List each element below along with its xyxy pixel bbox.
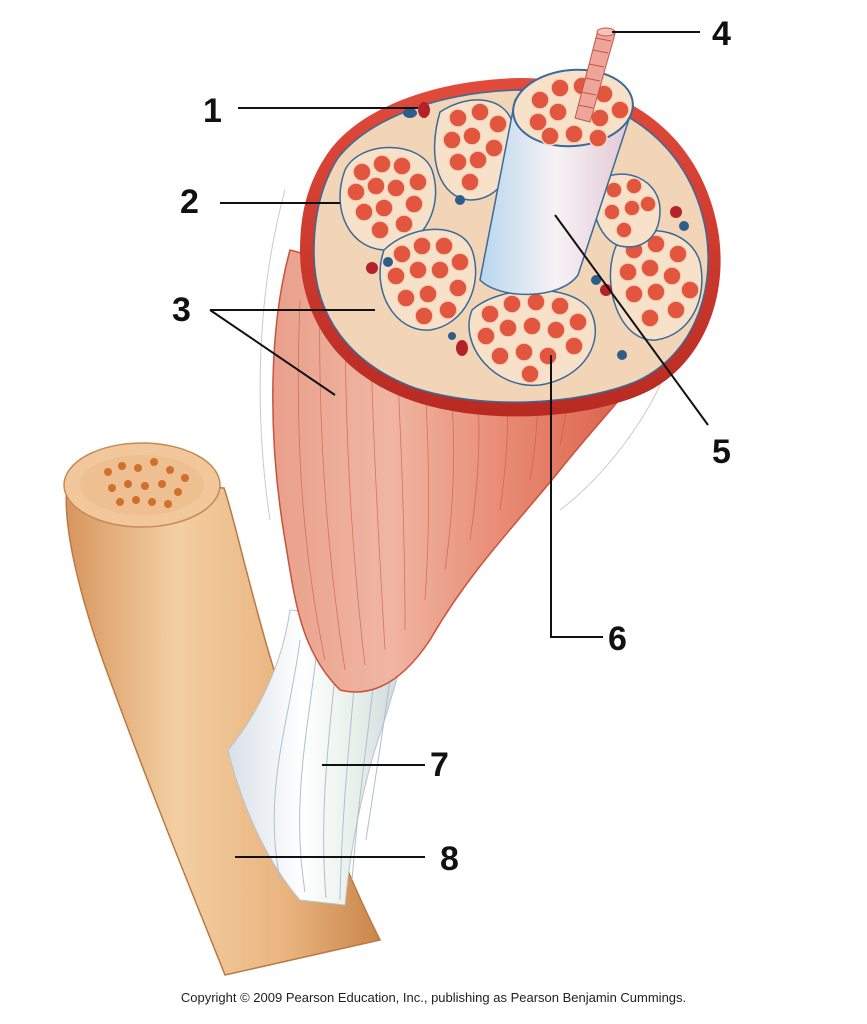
leader-line-5 <box>554 214 709 426</box>
fascicle <box>433 99 516 201</box>
number-labels: 1 2 3 4 5 6 7 8 <box>172 15 731 878</box>
fascicle <box>609 229 703 341</box>
muscle-cross-section <box>300 27 721 417</box>
fascicle <box>592 173 661 248</box>
label-3: 3 <box>172 291 191 329</box>
leader-line-3b <box>209 309 336 396</box>
label-4: 4 <box>712 15 731 53</box>
leader-line-6 <box>550 355 603 638</box>
label-5: 5 <box>712 433 731 471</box>
label-8: 8 <box>440 840 459 878</box>
label-6: 6 <box>608 620 627 658</box>
label-7: 7 <box>430 746 449 784</box>
label-2: 2 <box>180 183 199 221</box>
label-1: 1 <box>203 92 222 130</box>
fascicle-group <box>339 99 703 386</box>
fascicle <box>468 289 597 386</box>
blood-vessels <box>366 102 689 360</box>
fascicle <box>339 146 437 251</box>
leader-lines <box>209 31 709 858</box>
copyright-notice: Copyright © 2009 Pearson Education, Inc.… <box>180 990 687 1005</box>
extracted-fascicle <box>479 27 634 296</box>
fascicle <box>379 228 477 331</box>
